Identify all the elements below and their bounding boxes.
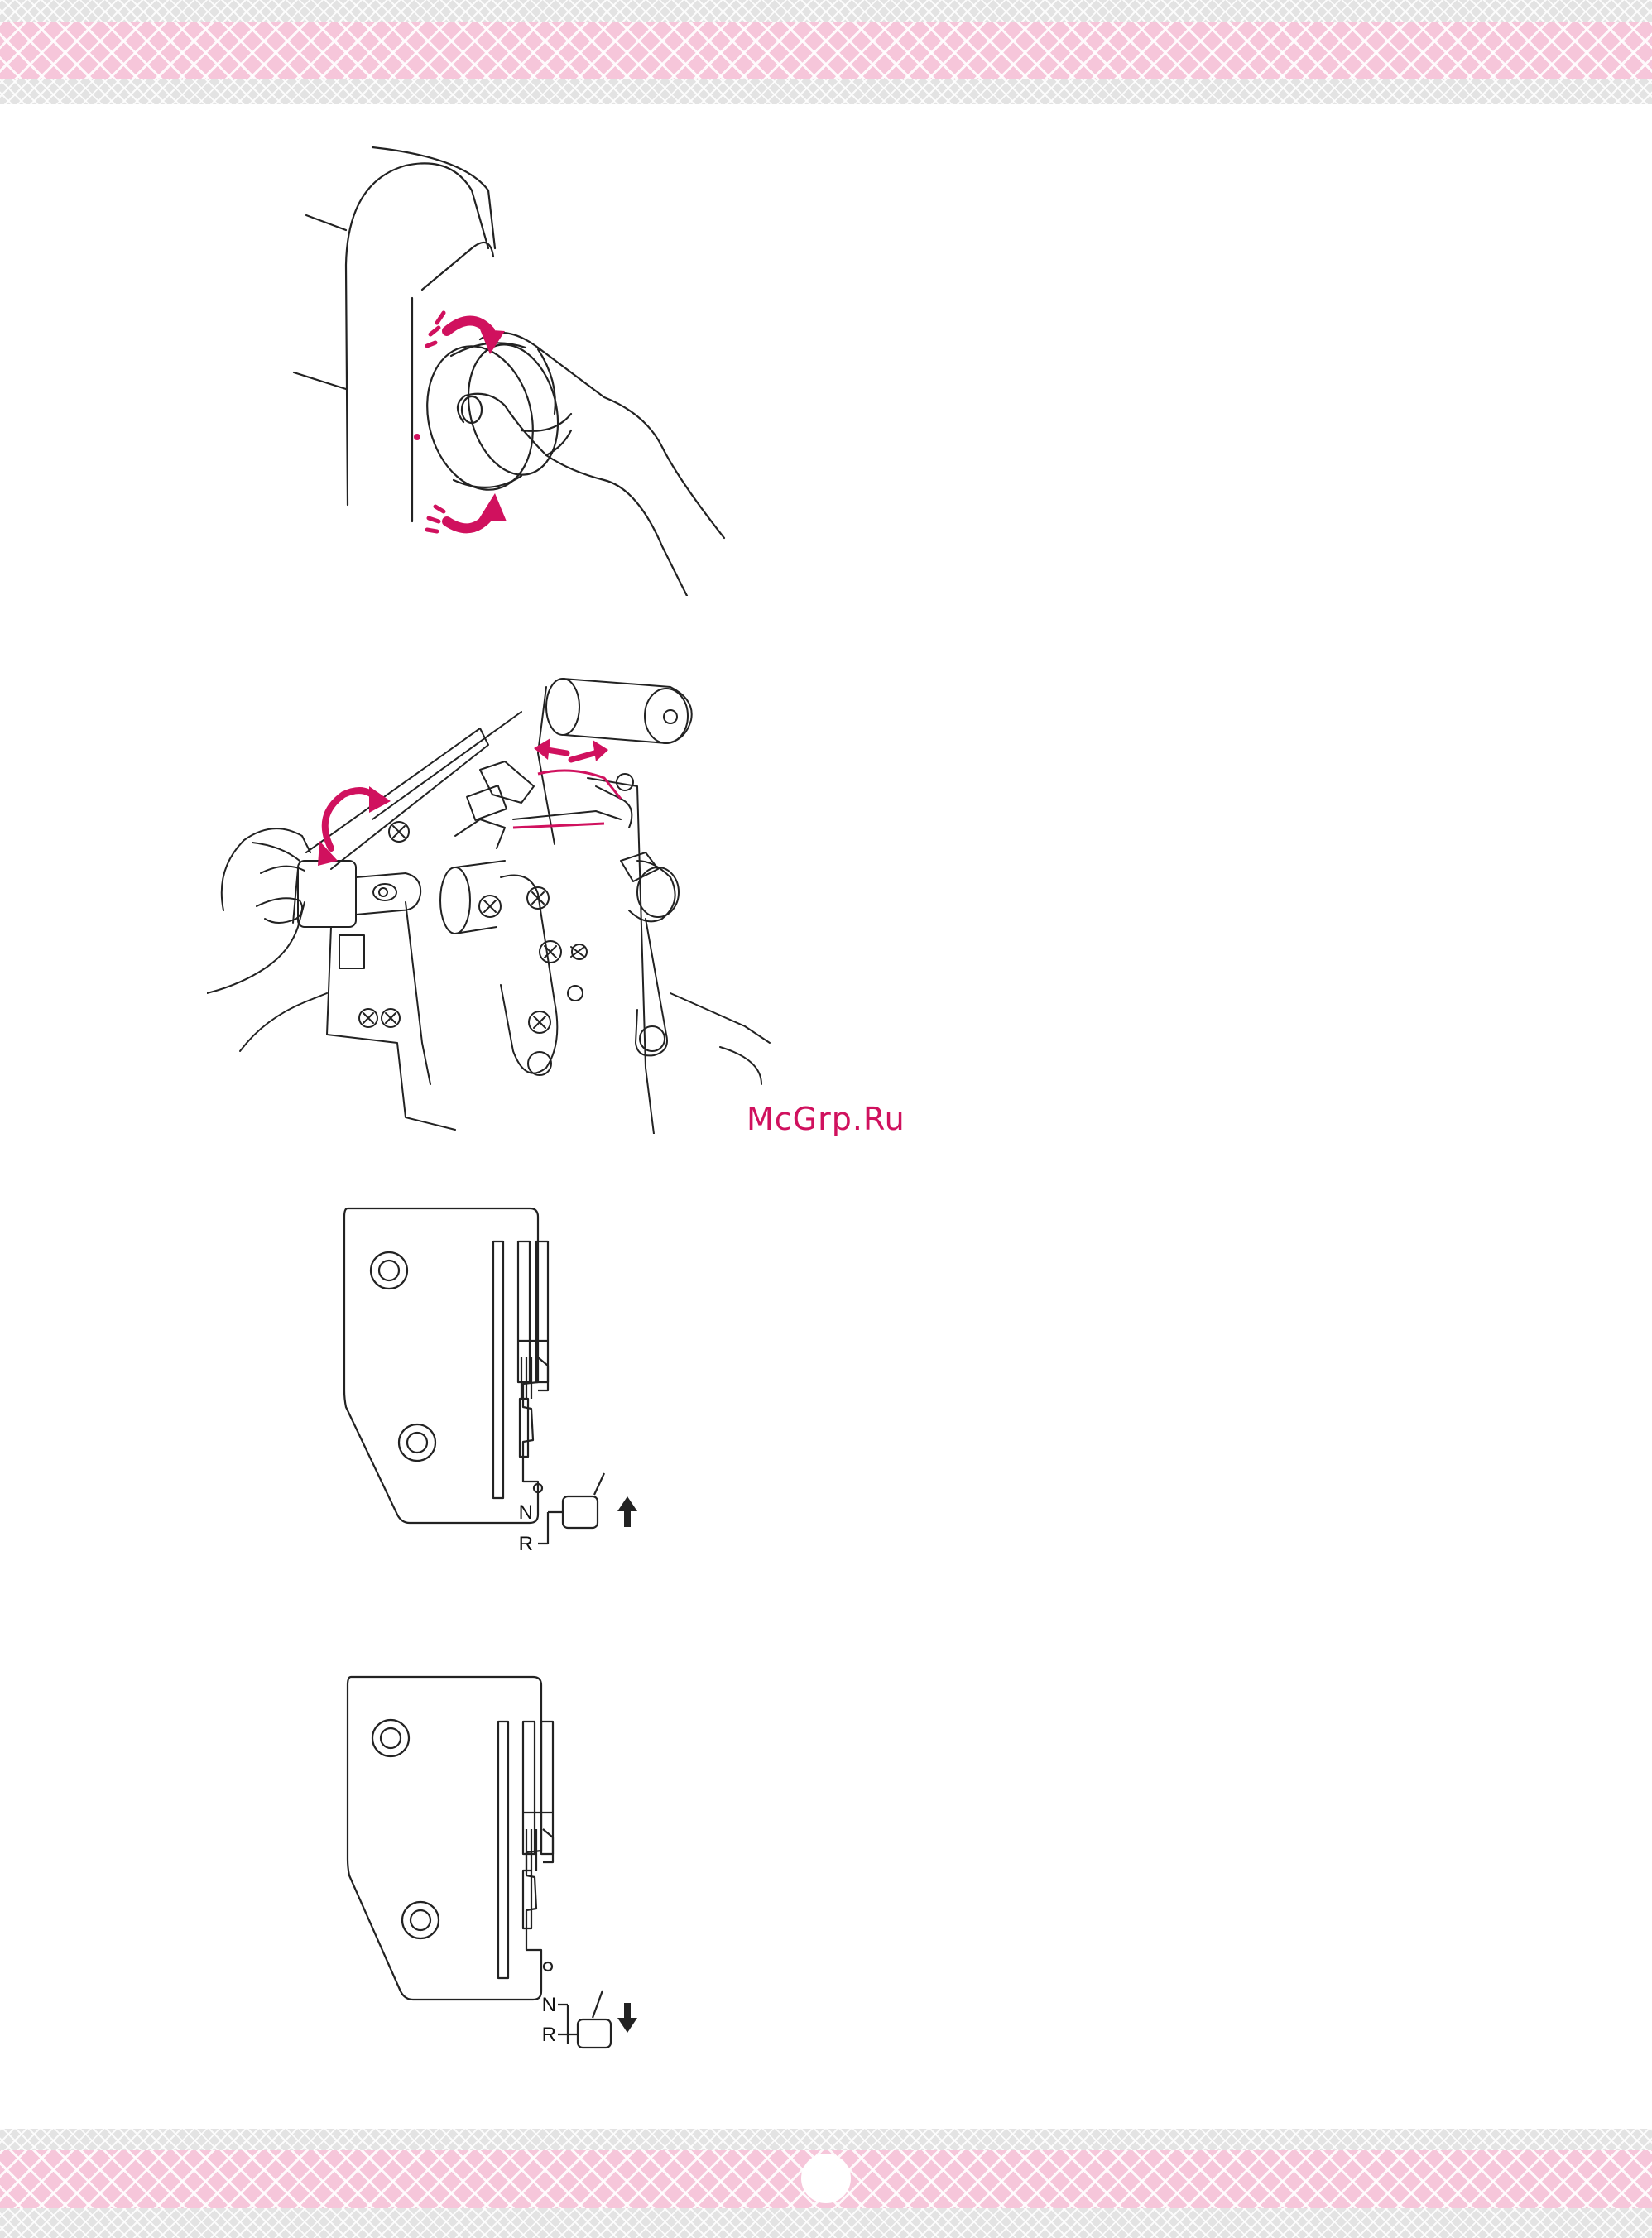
arrow-down-icon (617, 2003, 637, 2033)
plate-label-n: N (519, 1501, 533, 1524)
needle-plate-normal-illustration: N R (331, 1192, 679, 1622)
watermark-text: McGrp.Ru (747, 1101, 905, 1137)
page-number-circle (801, 2154, 851, 2203)
header-band-gray-top (0, 0, 1652, 22)
arrow-up-icon (617, 1496, 637, 1527)
stitch-lever (578, 2019, 611, 2048)
header-band-gray-bottom (0, 79, 1652, 104)
handwheel-illustration (273, 132, 770, 596)
plate-label-r: R (542, 2024, 556, 2046)
mechanism-illustration (207, 654, 786, 1134)
footer-band-gray-bottom (0, 2208, 1652, 2238)
reference-mark (414, 434, 420, 440)
footer-band-gray-top (0, 2129, 1652, 2150)
plate-label-r: R (519, 1533, 533, 1555)
stitch-lever (563, 1496, 598, 1528)
rotate-counterclockwise-arrow-icon (427, 493, 507, 531)
rotate-dial-arrow-icon (318, 786, 391, 866)
needle-plate-rolled-illustration: N R (331, 1664, 679, 2094)
plate-label-n: N (542, 1994, 556, 2016)
header-band-pink (0, 22, 1652, 79)
